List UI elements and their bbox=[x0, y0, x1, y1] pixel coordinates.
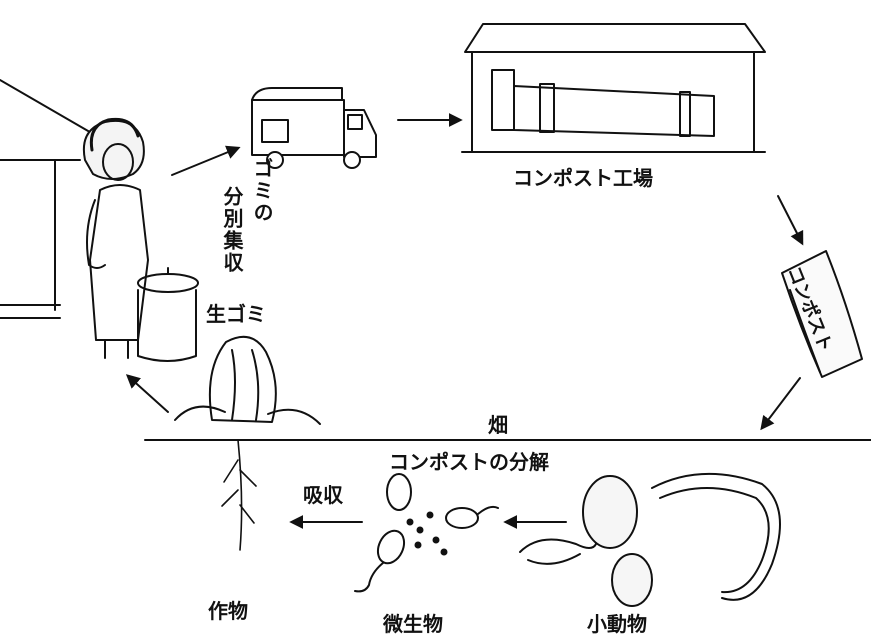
label-garbage-1: ゴミの bbox=[250, 158, 274, 224]
label-field: 畑 bbox=[488, 413, 508, 437]
microorganisms-icon bbox=[354, 473, 499, 593]
arrow-to-field bbox=[760, 377, 801, 431]
cabbage-icon bbox=[174, 335, 321, 425]
label-garbage-2: 分別集収 bbox=[220, 186, 244, 274]
woman-icon bbox=[83, 117, 149, 359]
label-absorption: 吸収 bbox=[303, 483, 343, 507]
house-icon bbox=[0, 79, 96, 319]
garbage-truck-icon bbox=[251, 87, 377, 169]
label-kitchen-waste: 生ゴミ bbox=[206, 302, 266, 326]
arrow-to-bag bbox=[777, 195, 804, 246]
compost-bag-icon bbox=[781, 250, 863, 378]
label-compost-factory: コンポスト工場 bbox=[513, 166, 653, 190]
arrow-to-household bbox=[125, 374, 169, 413]
label-small-animals: 小動物 bbox=[587, 612, 647, 636]
small-animals-icon bbox=[519, 472, 781, 607]
label-crop: 作物 bbox=[208, 599, 248, 623]
compost-factory-icon bbox=[461, 23, 766, 153]
roots-icon bbox=[221, 439, 257, 551]
garbage-bin-icon bbox=[137, 267, 199, 362]
label-decomposition: コンポストの分解 bbox=[389, 450, 549, 474]
label-microorganisms: 微生物 bbox=[383, 612, 443, 636]
arrow-to-truck bbox=[171, 145, 241, 176]
